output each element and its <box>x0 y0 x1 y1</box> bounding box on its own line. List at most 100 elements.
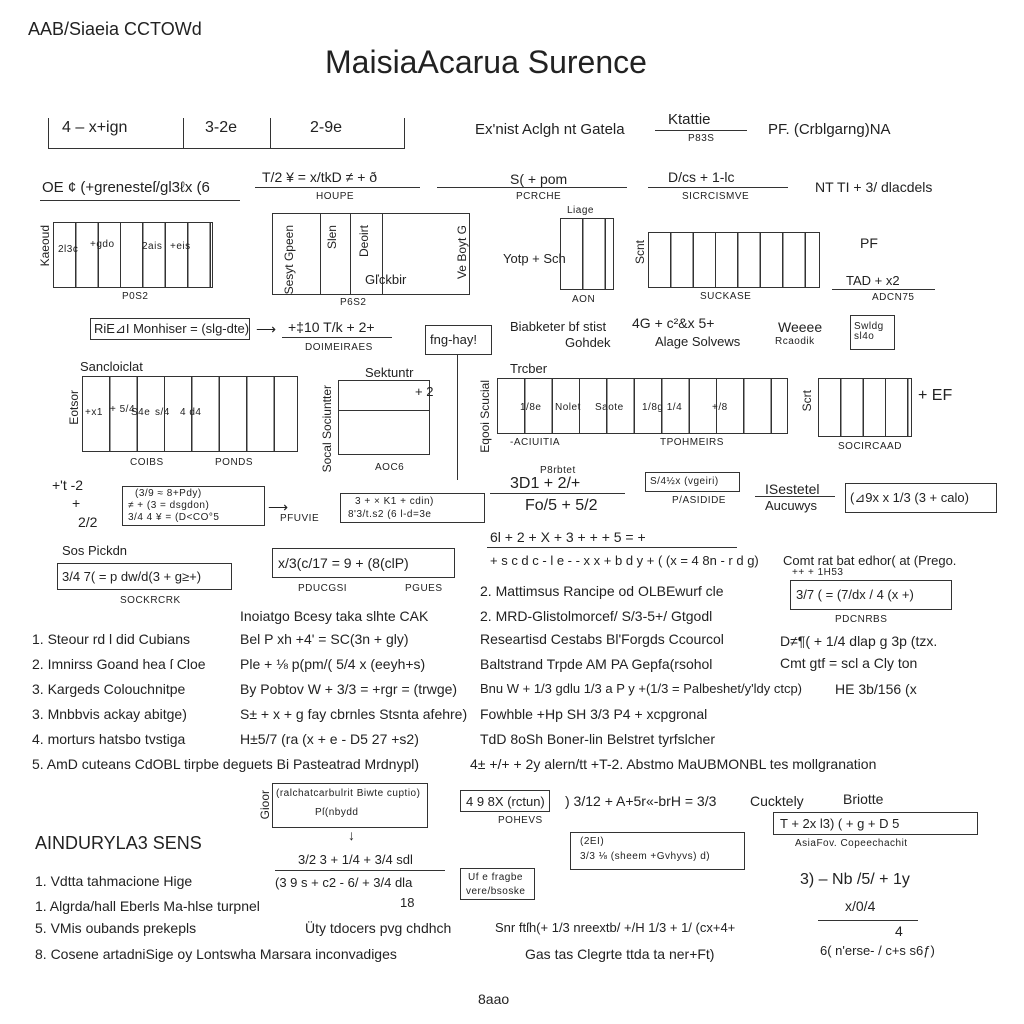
fraction-bar <box>282 337 392 339</box>
equation: (⊿9x x 1/3 (3 + calo) <box>850 490 969 505</box>
connector-line <box>457 355 459 480</box>
side-label: Eotsor <box>67 390 81 425</box>
formula-box <box>272 783 428 828</box>
cell-text: +x1 <box>85 407 103 418</box>
equation: x/3(c/17 = 9 + (8(clP) <box>278 555 409 571</box>
equation: S/4½x (vgeiri) <box>650 476 719 487</box>
list-item: Cmt gtf = scl a Cly ton <box>780 655 918 671</box>
list-item: HE 3b/156 (x <box>835 681 917 697</box>
label: Sancloiclat <box>80 359 143 374</box>
formula-box <box>425 325 492 355</box>
label: Briotte <box>843 791 884 807</box>
equation: + 2 <box>415 384 434 399</box>
label: OE ¢ (+grenesteſ/gl3ℓx (6 <box>42 179 210 196</box>
cell-text: Gľckbir <box>365 272 407 287</box>
caption: TPOHMEIRS <box>660 437 724 448</box>
list-item: H±5/7 (ra (x + e ‐ D5 27 +s2) <box>240 731 419 747</box>
caption: POHEVS <box>498 815 543 826</box>
list-item: By Pobtov W + 3/3 = +rgr = (trwge) <box>240 681 458 697</box>
list-item: Ple + ⅛ p(pm/( 5/4 x (eeyh+s) <box>240 656 426 672</box>
equation: vere/bsoske <box>466 886 526 897</box>
divider <box>350 213 352 295</box>
equation: 6l + 2 + X + 3 + + + 5 = + <box>490 529 646 545</box>
formula-box <box>790 580 952 610</box>
cell-text: 3-2e <box>205 119 238 136</box>
equation: TAD + x2 <box>846 273 900 288</box>
label: Biabketer bf stist <box>510 319 607 334</box>
arrow-right-icon: ⟶ <box>268 499 289 515</box>
equation: 3D1 + 2/+ <box>510 475 581 492</box>
fraction-top: Ktattie <box>668 111 711 128</box>
side-label: Socal Sociuntter <box>320 385 334 473</box>
section-heading: AINDURYLA3 SENS <box>35 833 202 853</box>
label: ISestetel <box>765 481 820 497</box>
equation: + EF <box>918 387 953 404</box>
equation: 3/7 ( = (7/dx / 4 (x +) <box>796 587 914 602</box>
list-item: 2. Imnirss Goand hea ſ Cloe <box>32 656 206 672</box>
cell-text: 1/8g 1/4 <box>642 402 683 413</box>
formula-box <box>460 868 535 900</box>
equation: 2/2 <box>78 514 98 530</box>
side-label: Gioor <box>258 790 272 820</box>
equation: (3/9 ≈ 8+Pdy) <box>135 488 202 499</box>
list-item: Bnu W + 1/3 gdlu 1/3 a P y +(1/3 = Palbe… <box>480 681 803 696</box>
equation: 18 <box>400 895 415 910</box>
formula-box <box>57 563 232 590</box>
equation: 3/4 4 ¥ = (D<CO°5 <box>128 512 220 523</box>
equation: ≠ + (3 = dsgdon) <box>128 500 210 511</box>
equation: Pſ(nbydd <box>315 807 359 818</box>
caption: PCRCHE <box>516 191 562 202</box>
formula-box <box>850 315 895 350</box>
label: Trcber <box>510 361 548 376</box>
formula-box <box>570 832 745 870</box>
list-item: 4. morturs hatsbo tvstiga <box>32 731 186 747</box>
label: Gohdek <box>565 335 611 350</box>
fraction-bar <box>437 187 627 189</box>
list-item: 5. VMis oubands prekepls <box>35 920 197 936</box>
formula-box <box>845 483 997 513</box>
list-item: Fowhble +Hp SH 3/3 P4 + xcpgronal <box>480 706 708 722</box>
cell-grid <box>497 378 788 434</box>
cell-text: Nolet <box>555 402 581 413</box>
divider <box>48 148 405 150</box>
fraction-bar <box>755 496 835 498</box>
equation: Yotp + Sch <box>503 251 566 266</box>
list-item: 2. MRD-Glistolmorcef/ S/3-5+/ Gtgodl <box>480 608 713 624</box>
equation: 8'3/t.s2 (6 l-d=3e <box>348 509 432 520</box>
caption: DOIMEIRAES <box>305 342 373 353</box>
label: Sos Pickdn <box>62 543 128 558</box>
label: PF. (Crblgarng)NA <box>768 121 891 138</box>
cell-text: Slen <box>325 225 339 250</box>
formula-box <box>90 318 250 340</box>
equation: Uf e fragbe <box>468 872 523 883</box>
formula-box <box>460 790 550 812</box>
cell-text: + 5/4 <box>110 404 136 415</box>
caption: PDCNRBS <box>835 614 888 625</box>
caption: Swldg sl4o <box>854 321 884 342</box>
equation: (2EI) <box>580 836 605 847</box>
caption: PDUCGSI <box>298 583 348 594</box>
caption: Liage <box>567 205 594 216</box>
cell-text: Sesyt Gpeen <box>282 225 296 295</box>
caption: SOCKRCRK <box>120 595 181 606</box>
label: Cucktely <box>750 793 804 809</box>
equation: + s c d c ‐ l e ‐ ‐ x x + b d y + ( (x =… <box>490 553 759 568</box>
label: PF <box>860 235 878 251</box>
caption: SICRCISMVE <box>682 191 750 202</box>
equation: x/0/4 <box>845 898 876 914</box>
caption: AON <box>572 294 596 305</box>
label: Aucuwys <box>765 498 818 513</box>
divider <box>404 118 406 148</box>
fraction-bar <box>255 187 420 189</box>
caption: P6S2 <box>340 297 367 308</box>
label: Sektuntr <box>365 365 414 380</box>
list-item: 1. Algrda/hall Eberls Ma-hlse turpnel <box>35 898 260 914</box>
caption: SUCKASE <box>700 291 752 302</box>
label: Alage Solvews <box>655 334 741 349</box>
equation: +'t ‐2 <box>52 477 84 493</box>
equation: 4G + c²&x 5+ <box>632 315 715 331</box>
equation: 3/2 3 + 1/4 + 3/4 sdl <box>298 852 413 867</box>
cell-text: Ve Boyt G <box>455 225 469 280</box>
divider <box>320 213 322 295</box>
caption: COIBS <box>130 457 164 468</box>
